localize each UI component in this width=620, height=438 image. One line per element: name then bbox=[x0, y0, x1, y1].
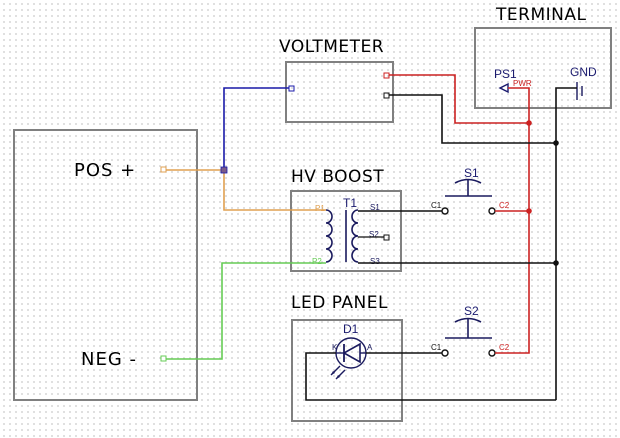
s1-ref: S1 bbox=[464, 166, 479, 180]
pin-s3: S3 bbox=[370, 257, 380, 266]
light-emission-icon bbox=[330, 365, 346, 380]
switch-s1-component[interactable]: S1 C1 C2 bbox=[431, 166, 510, 215]
hv-boost-title: HV BOOST bbox=[291, 167, 384, 187]
pin-p2: P2 bbox=[312, 257, 322, 266]
hv-boost-component[interactable]: HV BOOST T1 P1 P2 S1 S2 S3 bbox=[290, 167, 402, 272]
led-panel-component[interactable]: LED PANEL D1 K A bbox=[291, 293, 403, 422]
power-port-icon bbox=[498, 82, 509, 94]
junction-pos bbox=[220, 166, 228, 174]
t1-ref: T1 bbox=[343, 196, 357, 210]
junction-black-2 bbox=[553, 260, 559, 266]
voltmeter-box bbox=[285, 61, 394, 123]
s2-c2-terminal[interactable] bbox=[488, 349, 496, 357]
transformer-icon bbox=[325, 209, 359, 263]
s1-c2-terminal[interactable] bbox=[488, 207, 496, 215]
s2-button-cap-icon bbox=[454, 317, 482, 323]
power-source-component[interactable]: POS + NEG - bbox=[13, 129, 198, 401]
neg-pin[interactable] bbox=[160, 355, 167, 362]
junction-red-2 bbox=[526, 208, 532, 214]
wire-power-meter[interactable] bbox=[389, 74, 529, 124]
led-diode-icon bbox=[335, 337, 367, 369]
neg-label: NEG - bbox=[81, 349, 137, 370]
ground-battery-icon bbox=[576, 82, 583, 100]
s1-button-cap-icon bbox=[454, 178, 482, 184]
pin-s2: S2 bbox=[369, 230, 379, 239]
voltmeter-title: VOLTMETER bbox=[279, 37, 384, 57]
terminal-box bbox=[474, 27, 612, 109]
ps1-pin-label: PWR bbox=[513, 79, 532, 88]
s1-c1-label: C1 bbox=[431, 201, 442, 210]
hv-boost-box bbox=[290, 190, 402, 272]
wire-positive[interactable] bbox=[166, 169, 326, 211]
s2-ref: S2 bbox=[464, 304, 479, 318]
pos-pin[interactable] bbox=[160, 166, 167, 173]
led-panel-box bbox=[291, 319, 403, 422]
led-panel-title: LED PANEL bbox=[291, 293, 388, 313]
s2-c1-label: C1 bbox=[431, 343, 442, 352]
s2-c2-label: C2 bbox=[499, 343, 510, 352]
power-source-box bbox=[13, 129, 198, 401]
d1-pin-a: A bbox=[367, 343, 373, 352]
d1-ref: D1 bbox=[343, 322, 359, 336]
switch-s2-component[interactable]: S2 C1 C2 bbox=[431, 304, 510, 357]
ps1-ref: PS1 bbox=[494, 67, 517, 81]
voltmeter-pin-pos[interactable] bbox=[383, 72, 390, 79]
wire-negative[interactable] bbox=[166, 262, 326, 360]
pin-p1: P1 bbox=[315, 204, 325, 213]
voltmeter-pin-in[interactable] bbox=[288, 85, 295, 92]
pos-label: POS + bbox=[74, 160, 136, 181]
terminal-component[interactable]: TERMINAL PS1 PWR GND bbox=[474, 5, 612, 109]
voltmeter-pin-neg[interactable] bbox=[383, 92, 390, 99]
s2-c1-terminal[interactable] bbox=[441, 349, 449, 357]
wires bbox=[166, 74, 577, 401]
s1-c2-label: C2 bbox=[499, 201, 510, 210]
pin-s1: S1 bbox=[370, 203, 380, 212]
gnd-label: GND bbox=[570, 65, 597, 79]
junction-black-1 bbox=[553, 140, 559, 146]
wire-led-k[interactable] bbox=[305, 352, 556, 401]
wire-power-rail[interactable] bbox=[495, 87, 530, 354]
wire-ground-rail[interactable] bbox=[555, 87, 577, 400]
s2-pin[interactable] bbox=[383, 234, 390, 241]
terminal-title: TERMINAL bbox=[495, 5, 586, 25]
voltmeter-component[interactable]: VOLTMETER bbox=[279, 37, 394, 123]
d1-pin-k: K bbox=[332, 343, 338, 352]
wire-meter[interactable] bbox=[223, 87, 289, 170]
wire-ground-meter[interactable] bbox=[389, 94, 556, 144]
s1-c1-terminal[interactable] bbox=[441, 207, 449, 215]
junction-red-1 bbox=[526, 120, 532, 126]
